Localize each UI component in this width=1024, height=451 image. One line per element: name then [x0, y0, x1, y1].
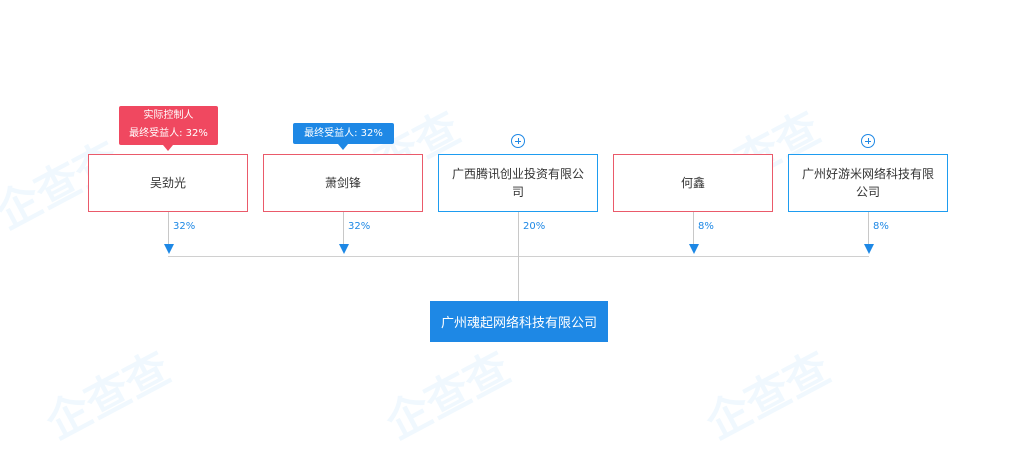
- share-percent: 32%: [173, 221, 196, 232]
- connector-line: [168, 212, 169, 246]
- arrow-down-icon: [339, 244, 349, 254]
- shareholder-node-guangxi-tencent[interactable]: 广西腾讯创业投资有限公司: [438, 154, 598, 212]
- connector-line: [343, 212, 344, 246]
- ultimate-beneficiary-tag: 最终受益人: 32%: [293, 123, 394, 144]
- shareholder-node-wu-jinguang[interactable]: 吴劲光: [88, 154, 248, 212]
- share-percent: 20%: [523, 221, 546, 232]
- shareholder-name: 萧剑锋: [324, 176, 361, 190]
- shareholder-node-he-xin[interactable]: 何鑫: [613, 154, 773, 212]
- connector-line: [518, 212, 519, 246]
- shareholder-name: 吴劲光: [149, 176, 186, 190]
- shareholder-name: 何鑫: [680, 176, 705, 190]
- shareholder-node-guangzhou-haoyoumi[interactable]: 广州好游米网络科技有限公司: [788, 154, 948, 212]
- expand-plus-icon[interactable]: [511, 134, 525, 148]
- arrow-down-icon: [864, 244, 874, 254]
- expand-plus-icon[interactable]: [861, 134, 875, 148]
- share-percent: 8%: [698, 221, 714, 232]
- shareholder-node-xiao-jianfeng[interactable]: 萧剑锋: [263, 154, 423, 212]
- watermark: 企查查: [697, 342, 839, 450]
- watermark: 企查查: [377, 342, 519, 450]
- tag-pointer: [163, 145, 173, 151]
- shareholder-name: 广西腾讯创业投资有限公司: [451, 167, 584, 199]
- actual-controller-label: 实际控制人: [143, 110, 194, 121]
- actual-controller-tag: 实际控制人 最终受益人: 32%: [119, 106, 218, 145]
- share-percent: 32%: [348, 221, 371, 232]
- shareholder-name: 广州好游米网络科技有限公司: [801, 167, 934, 199]
- trunk-line: [518, 246, 519, 301]
- connector-line: [693, 212, 694, 246]
- ultimate-beneficiary-label: 最终受益人: 32%: [129, 128, 208, 139]
- watermark: 企查查: [37, 342, 179, 450]
- share-percent: 8%: [873, 221, 889, 232]
- tag-pointer: [338, 144, 348, 150]
- arrow-down-icon: [689, 244, 699, 254]
- connector-line: [868, 212, 869, 246]
- target-company-name: 广州魂起网络科技有限公司: [440, 316, 597, 331]
- target-company-node[interactable]: 广州魂起网络科技有限公司: [430, 301, 608, 342]
- arrow-down-icon: [164, 244, 174, 254]
